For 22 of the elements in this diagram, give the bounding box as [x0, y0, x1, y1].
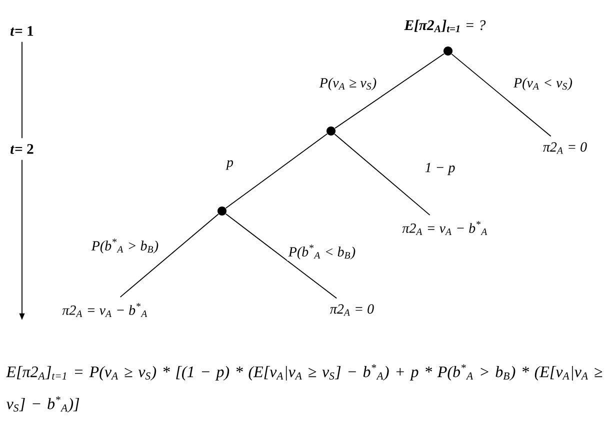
edge-label: P(v$_{A}$ < v$_{S}$): [512, 76, 574, 92]
branch-line: [451, 54, 552, 137]
node-dot: [217, 206, 227, 216]
payoff-label: π2$_{A}$ = 0: [543, 142, 587, 154]
branch-line: [334, 134, 430, 216]
node-caption: E[π2$_{A}$]$_{t=1}$ = ?: [404, 20, 486, 32]
edge-label: 1 − p: [423, 162, 457, 176]
edge-label: p: [225, 158, 235, 172]
time-label: t= 1: [10, 26, 34, 36]
edge-label: P(v$_{A}$ ≥ v$_{S}$): [318, 76, 378, 92]
branch-line: [334, 53, 445, 129]
formula: E[π2$_{A}$]$_{t=1}$ = P(v$_{A}$ ≥ v$_{S}$) * [(1 − p) * (E[v$_{A}$|v$_{A}$ ≥ v$_{S}$] − b$^{*}$$_{A}$) + p * P(b$^{*}$$_{A}$ > b$_{B}$) * (E[v$_{A}$|v$_{A}$ ≥ v$_{S}$] − b$^{*}$$_{A}$)]: [6, 364, 602, 412]
payoff-label: π2$_{A}$ = v$_{A}$ − b$^{*}$A: [62, 303, 148, 317]
payoff-label: π2$_{A}$ = 0: [330, 304, 374, 316]
node-dot: [326, 126, 336, 136]
branch-line: [120, 214, 219, 298]
payoff-label: π2$_{A}$ = v$_{A}$ − b$^{*}$A: [402, 221, 488, 235]
branch-line: [225, 213, 338, 299]
branch-line: [225, 133, 328, 209]
edge-label: P(b$^{*}$$_{A}$ < b$_{B}$): [287, 243, 357, 261]
time-label: t= 2: [10, 144, 34, 154]
edge-label: P(b$^{*}$$_{A}$ > b$_{B}$): [90, 237, 160, 255]
